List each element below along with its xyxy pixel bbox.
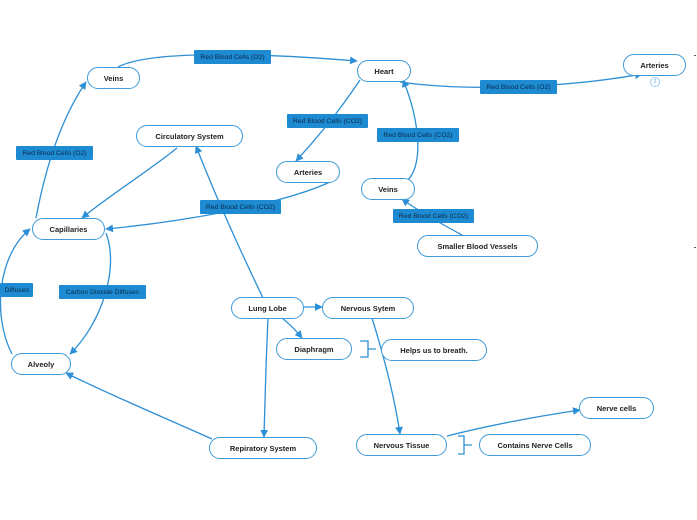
node-lung-lobe[interactable]: Lung Lobe [231,297,304,319]
connector-lung-diaphragm [281,317,303,339]
node-veins-mid[interactable]: Veins [361,178,415,200]
edge-mark [694,247,696,248]
label-arteries-capillaries[interactable]: Red Blood Cells (CO2) [200,200,281,214]
node-repiratory-system[interactable]: Repiratory System [209,437,317,459]
node-diaphragm[interactable]: Diaphragm [276,338,352,360]
connector-tissue-nervecells [446,407,581,437]
label-heart-arteries-mid[interactable]: Red Blood Cells (CO2) [287,114,368,128]
node-veins-top[interactable]: Veins [87,67,140,89]
node-nerve-cells[interactable]: Nerve cells [579,397,654,419]
label-veins-heart-right[interactable]: Red Blood Cells (CO2) [377,128,459,142]
node-contains-nerve-cells[interactable]: Contains Nerve Cells [479,434,591,456]
bracket-diaphragm [360,340,376,358]
node-arteries-right[interactable]: Arteries [623,54,686,76]
node-smaller-blood-vessels[interactable]: Smaller Blood Vessels [417,235,538,257]
bracket-tissue [458,435,472,455]
connector-nervous-tissue [371,317,403,435]
node-helps-breath[interactable]: Helps us to breath. [381,339,487,361]
label-capillaries-veins[interactable]: Red Blood Cells (O2) [16,146,93,160]
node-alveoly[interactable]: Alveoly [11,353,71,375]
node-circulatory-system[interactable]: Circulatory System [136,125,243,147]
label-diffuses[interactable]: Diffuses [0,283,33,297]
label-smaller-veins[interactable]: Red Blood Cells (CO2) [393,209,474,223]
connector-lung-repiratory [260,317,269,438]
label-heart-arteries[interactable]: Red Blood Cells (O2) [480,80,557,94]
connector-circulatory-capillaries [81,147,178,219]
label-veins-heart[interactable]: Red Blood Cells (O2) [194,50,271,64]
node-nervous-sytem[interactable]: Nervous Sytem [322,297,414,319]
edge-mark [694,55,696,56]
collapsed-count-badge[interactable]: 2 [650,77,660,87]
node-capillaries[interactable]: Capillaries [32,218,105,240]
connector-repiratory-alveoly [65,372,213,440]
node-arteries-mid[interactable]: Arteries [276,161,340,183]
label-carbon-dioxide[interactable]: Carbon Dioxide Diffuses [59,285,146,299]
node-nervous-tissue[interactable]: Nervous Tissue [356,434,447,456]
node-heart[interactable]: Heart [357,60,411,82]
connector-lung-circulatory [194,145,264,299]
